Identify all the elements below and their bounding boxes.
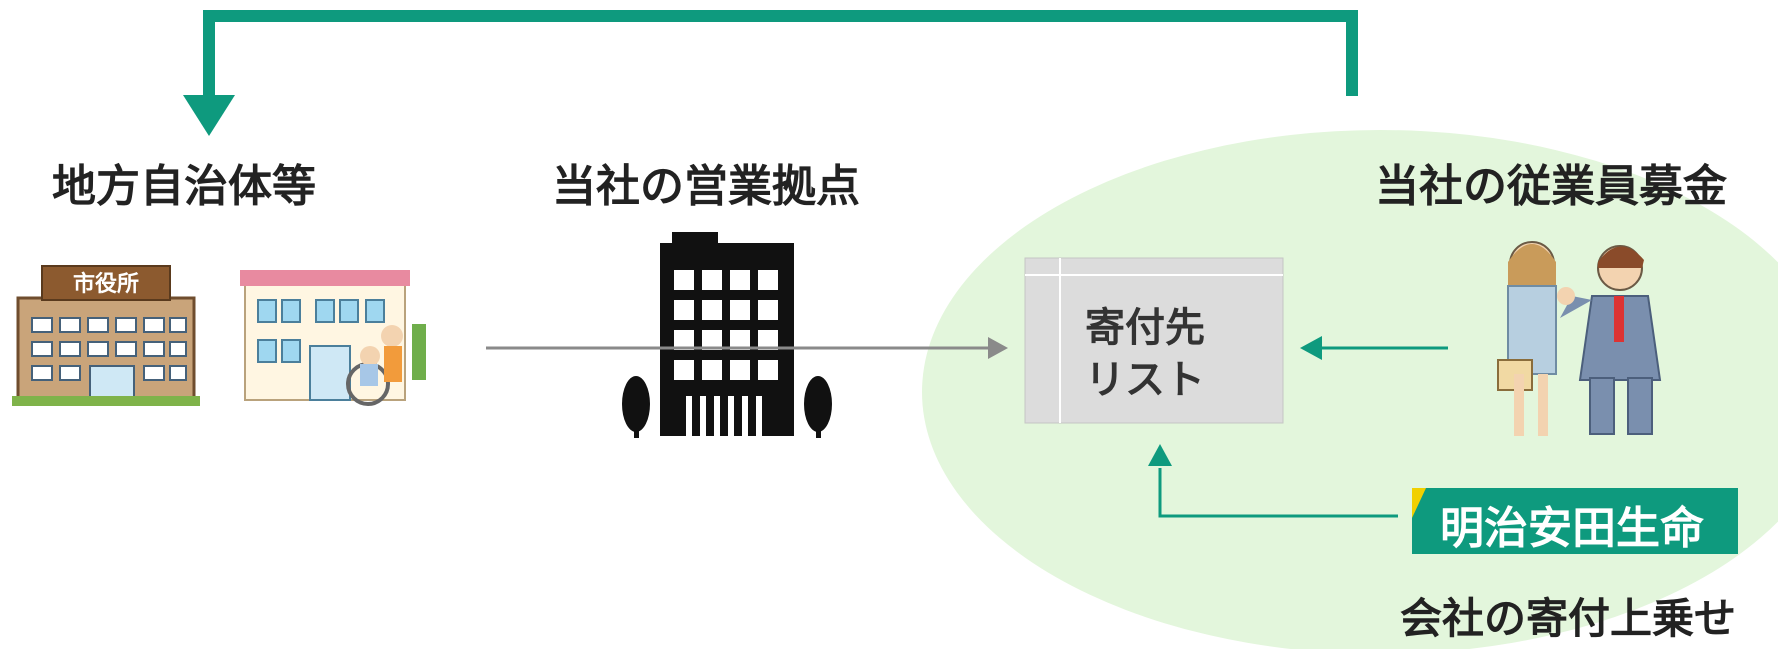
company-arrow-head [1148,444,1172,466]
label-company-addon: 会社の寄付上乗せ [1400,594,1737,643]
office-building-icon [622,232,832,438]
city-hall-sign: 市役所 [73,271,139,297]
brand-badge: 明治安田生命 [1412,488,1738,554]
care-facility-icon [240,270,426,406]
return-arrow-head [183,95,235,136]
label-local-government: 地方自治体等 [52,161,316,212]
return-arrow-line [203,10,1358,96]
city-hall-icon [12,265,200,406]
donation-list-line1: 寄付先 [1085,305,1205,351]
donation-list-label: 寄付先 リスト [1025,302,1265,406]
label-employee-fund: 当社の従業員募金 [1375,161,1727,212]
brand-accent-mark [1412,488,1426,518]
company-arrow-line [1158,468,1398,518]
label-sales-office: 当社の営業拠点 [552,161,860,212]
employees-icon [1497,241,1662,436]
donation-list-line2: リスト [1085,357,1205,403]
donation-list-box [1024,257,1284,424]
employee-arrow-head [1300,336,1322,360]
flow-arrow-head [988,337,1008,359]
brand-name: 明治安田生命 [1440,503,1704,554]
